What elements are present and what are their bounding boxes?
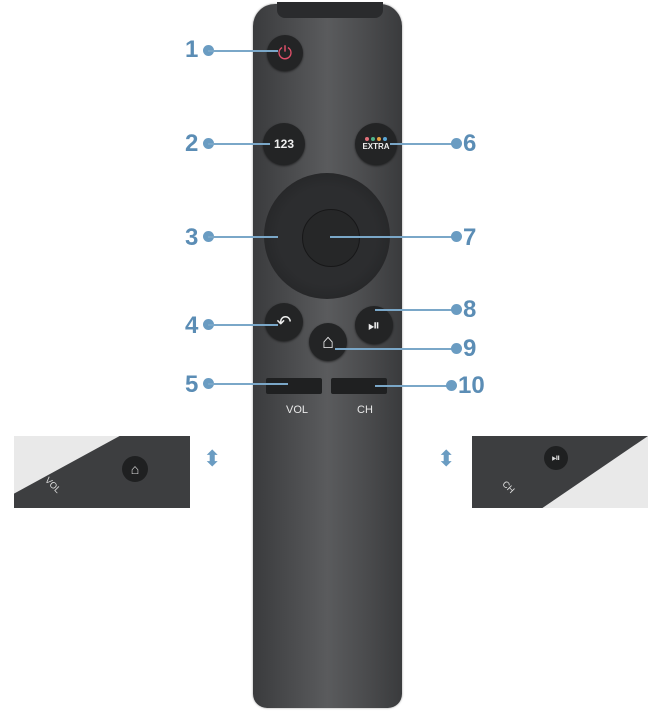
callout-dot — [446, 380, 457, 391]
callout-line — [375, 385, 453, 387]
callout-2: 2 — [185, 130, 199, 157]
callout-4: 4 — [185, 312, 199, 339]
callout-line — [208, 324, 278, 326]
play-pause-button[interactable]: ⏯ — [355, 306, 393, 344]
play-pause-icon: ⏯ — [367, 316, 380, 334]
home-icon: ⌂ — [321, 330, 335, 353]
up-down-arrow-icon: ⬍ — [203, 446, 222, 471]
up-down-arrow-icon: ⬍ — [437, 446, 456, 471]
callout-9: 9 — [463, 335, 477, 362]
volume-inset-image: ⌂ VOL — [14, 436, 190, 508]
number-button[interactable]: 123 — [263, 123, 305, 165]
callout-3: 3 — [185, 224, 199, 251]
callout-10: 10 — [458, 372, 485, 399]
callout-line — [208, 143, 270, 145]
home-button[interactable]: ⌂ — [309, 323, 347, 361]
callout-dot — [451, 138, 462, 149]
callout-line — [330, 236, 458, 238]
callout-6: 6 — [463, 130, 477, 157]
callout-line — [208, 383, 288, 385]
callout-5: 5 — [185, 371, 199, 398]
back-button[interactable]: ↶ — [265, 303, 303, 341]
channel-inset-image: ⏯ CH — [472, 436, 648, 508]
select-button[interactable] — [302, 209, 360, 267]
ch-label: CH — [357, 404, 373, 416]
callout-line — [208, 50, 278, 52]
color-dots-icon — [365, 137, 387, 141]
callout-8: 8 — [463, 296, 477, 323]
callout-dot — [451, 343, 462, 354]
callout-dot — [451, 231, 462, 242]
callout-line — [390, 143, 458, 145]
ir-window — [277, 2, 383, 18]
callout-line — [208, 236, 278, 238]
vol-label: VOL — [286, 404, 309, 416]
channel-rocker[interactable] — [331, 378, 387, 394]
power-icon: ⏻ — [277, 42, 293, 63]
callout-line — [375, 309, 458, 311]
power-button[interactable]: ⏻ — [267, 35, 303, 71]
callout-line — [335, 348, 458, 350]
callout-dot — [451, 304, 462, 315]
back-arrow-icon: ↶ — [276, 311, 292, 332]
volume-rocker[interactable] — [266, 378, 322, 394]
callout-7: 7 — [463, 224, 477, 251]
callout-1: 1 — [185, 36, 199, 63]
